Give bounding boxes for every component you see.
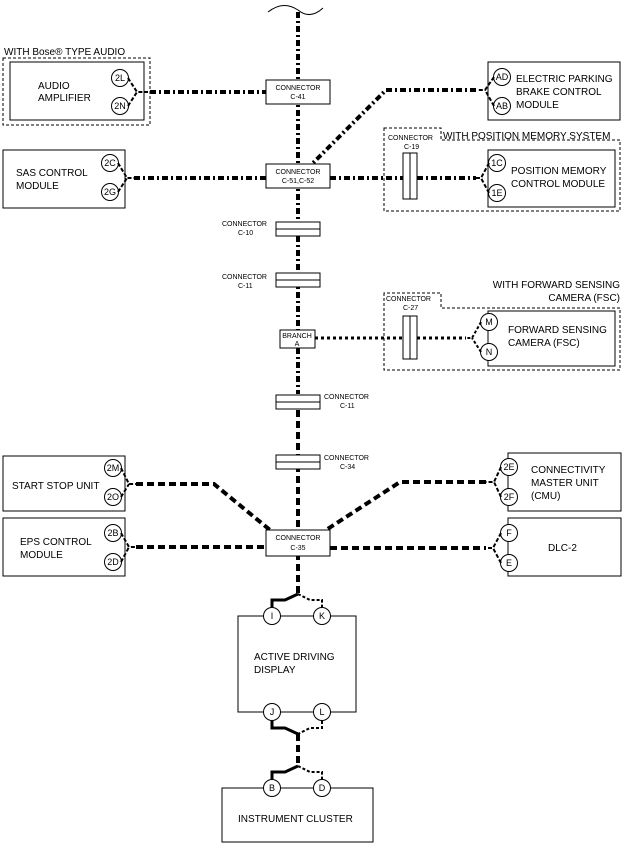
svg-text:A: A xyxy=(295,341,300,348)
audio-amp-line1: AUDIO xyxy=(38,81,70,92)
svg-text:2F: 2F xyxy=(504,492,515,502)
connectivity-master-unit xyxy=(507,452,622,512)
svg-text:2G: 2G xyxy=(104,187,116,197)
svg-text:FORWARD SENSING: FORWARD SENSING xyxy=(508,325,607,336)
svg-text:C-11: C-11 xyxy=(238,283,253,290)
svg-text:AB: AB xyxy=(496,101,508,111)
cmu-wire xyxy=(324,480,486,532)
connector-c35 xyxy=(265,529,331,557)
svg-text:AD: AD xyxy=(496,72,509,82)
svg-text:1C: 1C xyxy=(491,158,503,168)
svg-text:2E: 2E xyxy=(503,462,514,472)
svg-text:C-51,C-52: C-51,C-52 xyxy=(282,178,314,185)
svg-text:CONNECTIVITY: CONNECTIVITY xyxy=(531,465,606,476)
epb-control-module xyxy=(487,61,621,121)
svg-text:EPS CONTROL: EPS CONTROL xyxy=(20,537,92,548)
svg-text:K: K xyxy=(319,611,325,621)
svg-text:CONNECTOR: CONNECTOR xyxy=(276,169,321,176)
svg-text:N: N xyxy=(486,347,493,357)
pin-B xyxy=(263,779,281,797)
forward-sensing-camera xyxy=(487,310,616,367)
pin-L xyxy=(313,703,331,721)
svg-text:2C: 2C xyxy=(104,158,116,168)
svg-text:2M: 2M xyxy=(107,463,120,473)
svg-text:C-19: C-19 xyxy=(404,144,419,151)
svg-text:D: D xyxy=(319,783,326,793)
pin-K xyxy=(313,607,331,625)
svg-text:CAMERA (FSC): CAMERA (FSC) xyxy=(548,293,620,304)
pin-I xyxy=(263,607,281,625)
svg-text:CONNECTOR: CONNECTOR xyxy=(222,221,267,228)
fsc-group-frame xyxy=(383,292,621,371)
svg-text:C-10: C-10 xyxy=(238,230,253,237)
svg-text:SAS CONTROL: SAS CONTROL xyxy=(16,168,88,179)
svg-text:CONNECTOR: CONNECTOR xyxy=(324,455,369,462)
svg-text:POSITION MEMORY: POSITION MEMORY xyxy=(511,166,607,177)
svg-text:DLC-2: DLC-2 xyxy=(548,543,577,554)
instrument-cluster xyxy=(221,787,374,843)
connector-c51-c52 xyxy=(265,163,331,189)
dlc-2 xyxy=(507,517,622,577)
svg-text:CONNECTOR: CONNECTOR xyxy=(388,135,433,142)
svg-text:2L: 2L xyxy=(115,73,125,83)
svg-text:BRAKE CONTROL: BRAKE CONTROL xyxy=(516,87,602,98)
svg-text:2B: 2B xyxy=(107,528,118,538)
svg-text:CONTROL MODULE: CONTROL MODULE xyxy=(511,179,605,190)
start-stop-wire xyxy=(136,482,272,532)
svg-text:C-34: C-34 xyxy=(340,464,355,471)
svg-text:E: E xyxy=(506,558,512,568)
position-memory-group-frame xyxy=(383,127,621,212)
svg-text:BRANCH: BRANCH xyxy=(282,333,312,340)
svg-text:C-27: C-27 xyxy=(403,305,418,312)
svg-text:MASTER UNIT: MASTER UNIT xyxy=(531,478,599,489)
svg-text:1E: 1E xyxy=(491,188,502,198)
svg-text:CONNECTOR: CONNECTOR xyxy=(324,394,369,401)
svg-text:F: F xyxy=(506,528,512,538)
svg-text:INSTRUMENT CLUSTER: INSTRUMENT CLUSTER xyxy=(238,814,353,825)
svg-text:MODULE: MODULE xyxy=(516,100,559,111)
svg-text:C-11: C-11 xyxy=(340,403,355,410)
active-driving-display xyxy=(237,615,357,713)
svg-text:WITH FORWARD SENSING: WITH FORWARD SENSING xyxy=(493,280,620,291)
svg-text:CONNECTOR: CONNECTOR xyxy=(386,296,431,303)
svg-text:J: J xyxy=(270,707,275,717)
svg-text:WITH POSITION MEMORY SYSTEM: WITH POSITION MEMORY SYSTEM xyxy=(443,131,610,142)
svg-text:L: L xyxy=(319,707,324,717)
svg-text:MODULE: MODULE xyxy=(16,181,59,192)
svg-text:ACTIVE DRIVING: ACTIVE DRIVING xyxy=(254,652,335,663)
connector-c41 xyxy=(265,79,331,105)
svg-text:DISPLAY: DISPLAY xyxy=(254,665,296,676)
svg-text:B: B xyxy=(269,783,275,793)
svg-text:(CMU): (CMU) xyxy=(531,491,560,502)
svg-text:2D: 2D xyxy=(107,557,119,567)
svg-text:START STOP UNIT: START STOP UNIT xyxy=(12,481,99,492)
bose-group-label: WITH Bose® TYPE AUDIO xyxy=(4,47,125,58)
pin-D xyxy=(313,779,331,797)
svg-text:C-35: C-35 xyxy=(290,545,305,552)
epb-wire xyxy=(308,88,476,168)
svg-text:CONNECTOR: CONNECTOR xyxy=(276,535,321,542)
eps-control-module xyxy=(2,517,126,577)
svg-text:CONNECTOR: CONNECTOR xyxy=(222,274,267,281)
pin-J xyxy=(263,703,281,721)
svg-text:2N: 2N xyxy=(114,101,126,111)
audio-amp-line2: AMPLIFIER xyxy=(38,93,91,104)
svg-text:MODULE: MODULE xyxy=(20,550,63,561)
svg-text:I: I xyxy=(271,611,274,621)
svg-text:CAMERA (FSC): CAMERA (FSC) xyxy=(508,338,580,349)
svg-text:CONNECTOR: CONNECTOR xyxy=(276,85,321,92)
svg-text:M: M xyxy=(485,317,493,327)
svg-text:ELECTRIC PARKING: ELECTRIC PARKING xyxy=(516,74,613,85)
svg-text:C-41: C-41 xyxy=(290,94,305,101)
svg-text:2O: 2O xyxy=(107,492,119,502)
position-memory-control-module xyxy=(487,149,616,208)
